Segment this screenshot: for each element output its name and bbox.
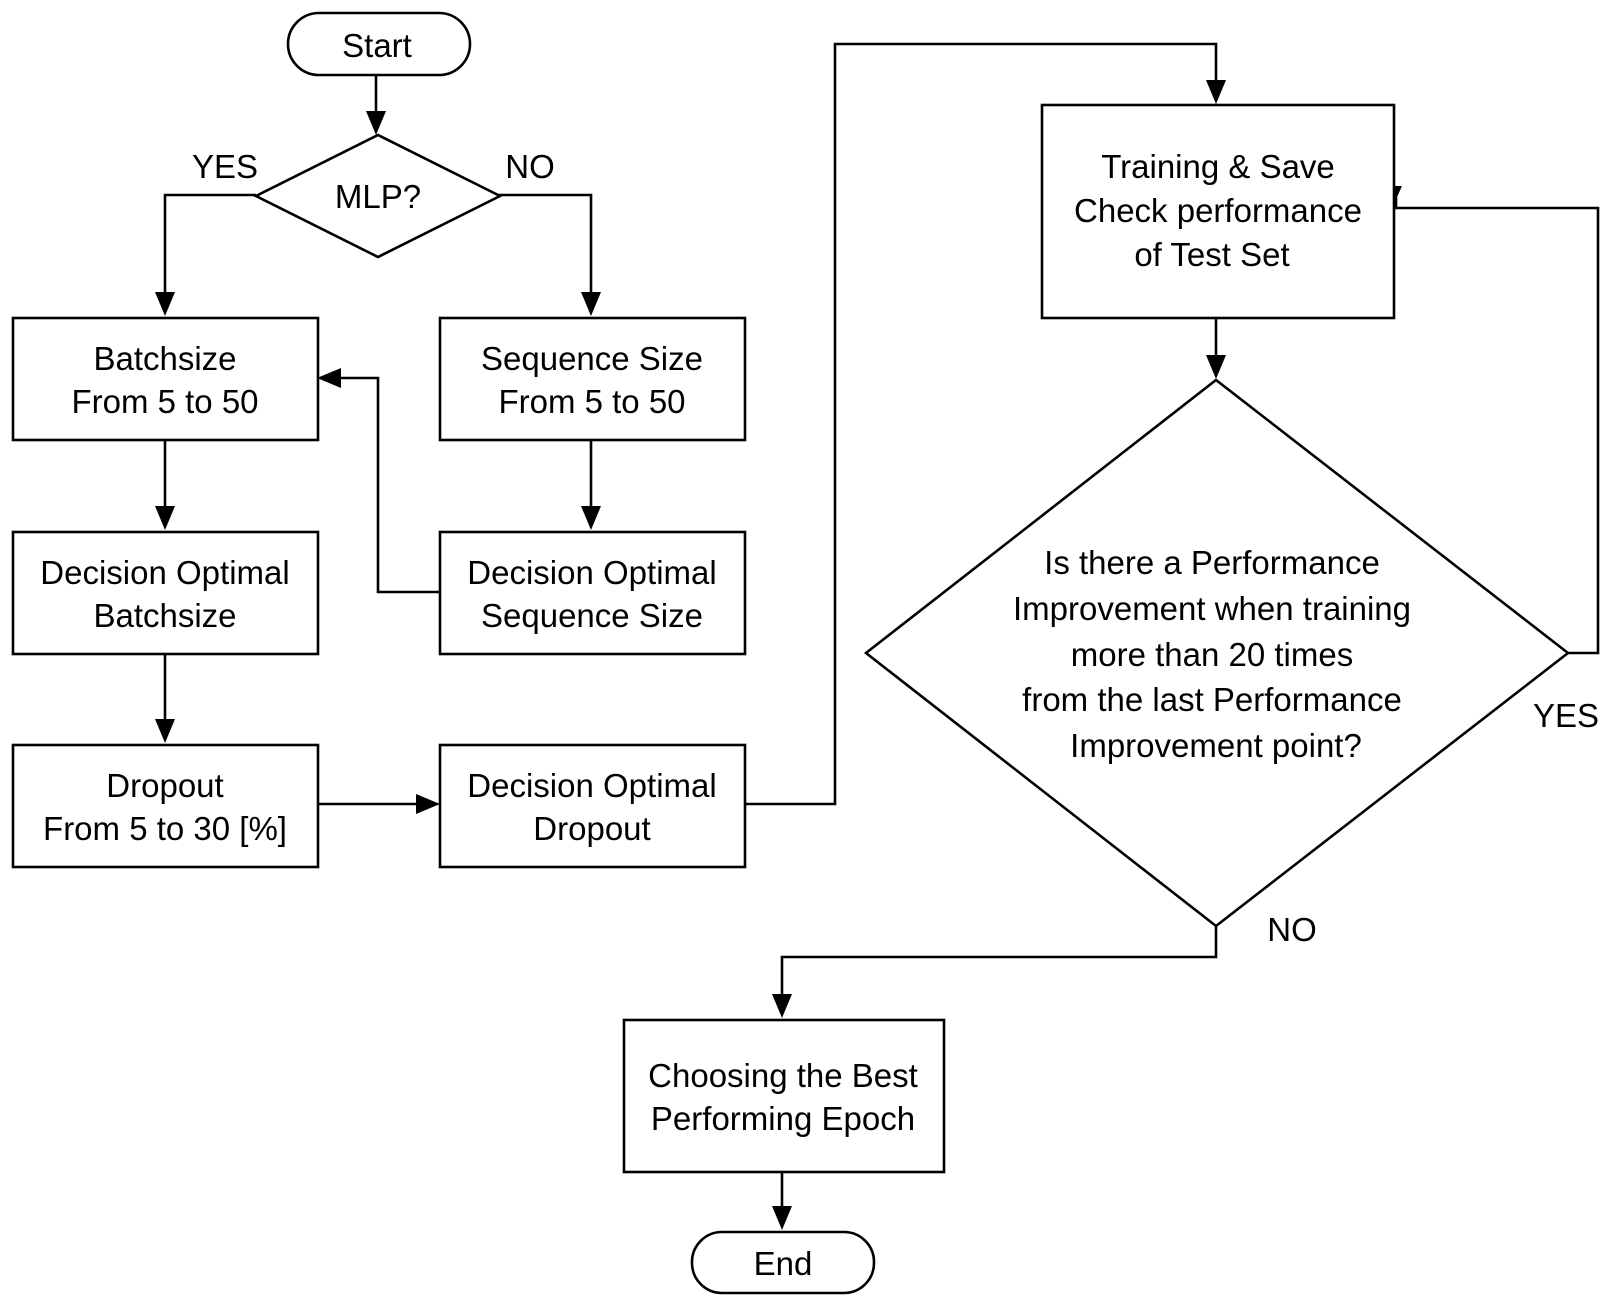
arrowhead — [772, 994, 792, 1018]
improvement-decision-label-line-5: Improvement point? — [1070, 727, 1362, 764]
arrowhead — [772, 1206, 792, 1230]
end-node: End — [690, 1230, 876, 1295]
decision-dropout-label-line-1: Decision Optimal — [467, 767, 716, 804]
training-label-line-1: Training & Save — [1101, 148, 1335, 185]
improvement-decision-label-line-3: more than 20 times — [1071, 636, 1353, 673]
decision-dropout-node: Decision Optimal Dropout — [438, 743, 747, 869]
arrowhead — [366, 111, 386, 135]
arrowhead — [155, 506, 175, 530]
sequence-size-label-line-1: Sequence Size — [481, 340, 703, 377]
decision-sequence-node: Decision Optimal Sequence Size — [438, 530, 747, 656]
sequence-size-label-line-2: From 5 to 50 — [498, 383, 685, 420]
dropout-label-line-1: Dropout — [106, 767, 223, 804]
edge-mlp-no-to-sequence — [498, 193, 593, 300]
mlp-yes-label: YES — [192, 148, 258, 185]
decision-batchsize-label-line-1: Decision Optimal — [40, 554, 289, 591]
improvement-no-label: NO — [1267, 911, 1317, 948]
sequence-size-node: Sequence Size From 5 to 50 — [438, 316, 747, 442]
arrowhead — [155, 719, 175, 743]
mlp-decision-label: MLP? — [335, 178, 421, 215]
arrowhead — [416, 794, 440, 814]
improvement-decision-node: Is there a Performance Improvement when … — [863, 378, 1571, 928]
training-label-line-3: of Test Set — [1134, 236, 1289, 273]
arrowhead — [155, 292, 175, 316]
dropout-label-line-2: From 5 to 30 [%] — [43, 810, 287, 847]
batchsize-node: Batchsize From 5 to 50 — [11, 316, 320, 442]
improvement-yes-label: YES — [1533, 697, 1599, 734]
improvement-decision-label-line-2: Improvement when training — [1013, 590, 1411, 627]
training-node: Training & Save Check performance of Tes… — [1040, 103, 1396, 320]
decision-dropout-label-line-2: Dropout — [533, 810, 650, 847]
decision-sequence-label-line-2: Sequence Size — [481, 597, 703, 634]
edge-improvement-no-to-choosing — [780, 926, 1218, 1003]
batchsize-label-line-1: Batchsize — [93, 340, 236, 377]
improvement-decision-label-line-4: from the last Performance — [1022, 681, 1402, 718]
decision-sequence-label-line-1: Decision Optimal — [467, 554, 716, 591]
arrowhead — [1206, 355, 1226, 379]
training-label-line-2: Check performance — [1074, 192, 1362, 229]
batchsize-label-line-2: From 5 to 50 — [71, 383, 258, 420]
connectors — [155, 42, 1600, 1230]
edge-improvement-yes-to-training — [1394, 195, 1600, 655]
decision-batchsize-node: Decision Optimal Batchsize — [11, 530, 320, 656]
mlp-decision-node: MLP? — [253, 133, 503, 259]
choosing-node: Choosing the Best Performing Epoch — [622, 1018, 946, 1174]
mlp-no-label: NO — [505, 148, 555, 185]
edge-decision-dropout-to-training — [744, 42, 1218, 806]
improvement-decision-label-line-1: Is there a Performance — [1044, 544, 1380, 581]
choosing-label-line-2: Performing Epoch — [651, 1100, 915, 1137]
start-node: Start — [286, 11, 472, 77]
arrowhead — [581, 506, 601, 530]
dropout-node: Dropout From 5 to 30 [%] — [11, 743, 320, 869]
end-label: End — [754, 1245, 813, 1282]
choosing-label-line-1: Choosing the Best — [648, 1057, 918, 1094]
decision-batchsize-label-line-2: Batchsize — [93, 597, 236, 634]
edge-decision-sequence-to-batchsize — [332, 376, 439, 594]
arrowhead — [1206, 80, 1226, 104]
edge-mlp-yes-to-batchsize — [163, 193, 256, 300]
start-label: Start — [342, 27, 412, 64]
arrowhead — [581, 292, 601, 316]
arrowhead — [317, 368, 341, 388]
